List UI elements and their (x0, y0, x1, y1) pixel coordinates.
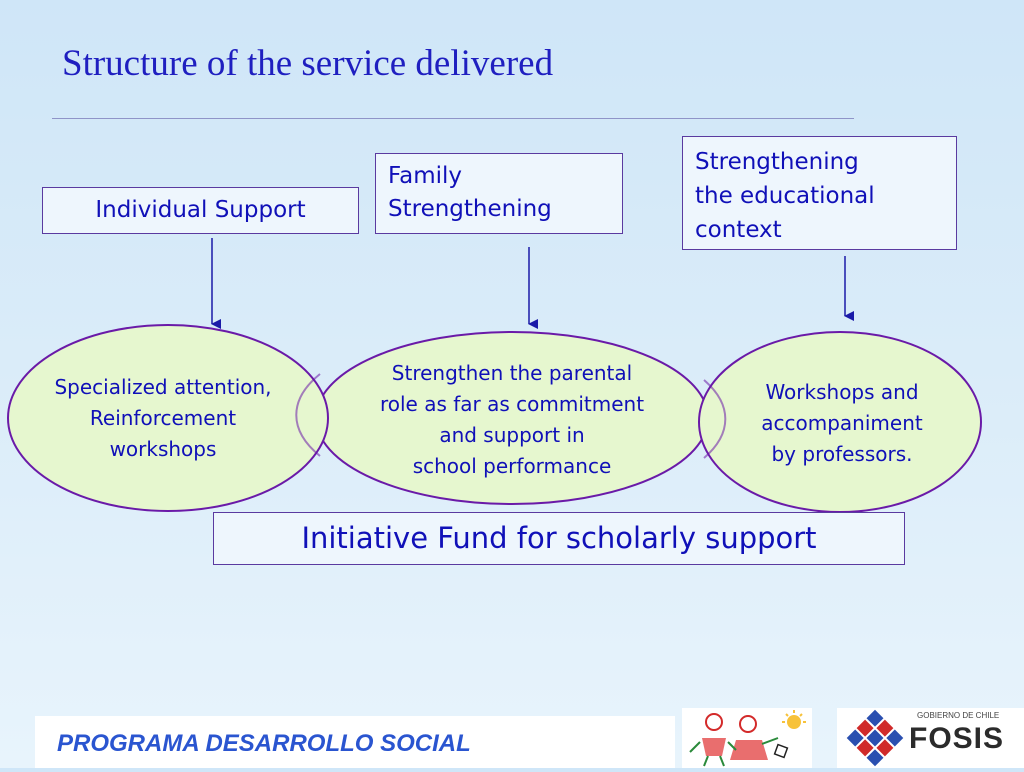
family-strengthening-box: Family Strengthening (375, 153, 623, 234)
family-strengthening-line-1: Family (388, 163, 463, 189)
page-title: Structure of the service delivered (62, 43, 554, 84)
fosis-wordmark: FOSIS (909, 722, 1005, 755)
fosis-icon (846, 709, 904, 767)
ellipse-family-line-2: role as far as commitment (379, 392, 645, 416)
fosis-tagline: GOBIERNO DE CHILE (917, 711, 1000, 720)
ellipse-educational-line-1: Workshops and (765, 380, 919, 404)
ellipse-educational-text: Workshops and accompaniment by professor… (712, 377, 972, 470)
ellipse-family-overlap-right (703, 379, 727, 459)
ellipse-individual-line-3: workshops (109, 437, 217, 461)
educational-context-line-2: the educational (695, 183, 875, 209)
educational-context-line-1: Strengthening (695, 149, 859, 175)
ellipse-individual (7, 324, 329, 512)
initiative-fund-box: Initiative Fund for scholarly support (213, 512, 905, 565)
educational-context-box: Strengthening the educational context (682, 136, 957, 250)
ellipse-individual-text: Specialized attention, Reinforcement wor… (8, 372, 318, 465)
ellipse-family-text: Strengthen the parental role as far as c… (322, 358, 702, 482)
children-drawing-logo (682, 708, 812, 768)
title-divider (52, 118, 854, 119)
ellipse-family-line-4: school performance (412, 454, 612, 478)
ellipse-educational-line-3: by professors. (771, 442, 913, 466)
ellipse-family-line-1: Strengthen the parental (391, 361, 633, 385)
ellipse-family-line-3: and support in (439, 423, 585, 447)
footer-banner: PROGRAMA DESARROLLO SOCIAL (35, 716, 675, 768)
ellipse-educational-line-2: accompaniment (761, 411, 923, 435)
educational-context-line-3: context (695, 217, 782, 243)
program-name: PROGRAMA DESARROLLO SOCIAL (57, 730, 471, 757)
ellipse-family-overlap-left (295, 373, 321, 457)
individual-support-line-1: Individual Support (95, 197, 306, 223)
ellipse-individual-line-1: Specialized attention, (54, 375, 272, 399)
individual-support-box: Individual Support (42, 187, 359, 234)
ellipse-individual-line-2: Reinforcement (89, 406, 237, 430)
fosis-logo: GOBIERNO DE CHILE FOSIS (837, 708, 1024, 768)
children-drawing-icon (689, 710, 806, 767)
family-strengthening-line-2: Strengthening (388, 196, 552, 222)
